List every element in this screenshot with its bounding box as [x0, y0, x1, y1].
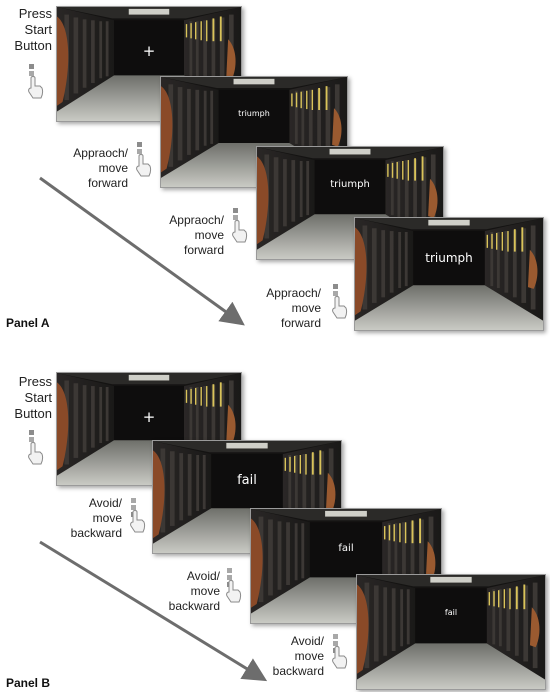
stimulus-word: fail	[338, 543, 354, 554]
action-line-2: move	[291, 301, 321, 315]
action-line-3: backward	[70, 526, 122, 540]
corridor-frame-word-b3: fail	[356, 574, 546, 690]
hand-press-icon	[26, 64, 44, 100]
action-line-2: move	[190, 584, 220, 598]
start-instruction-b: Press Start Button	[12, 374, 52, 422]
start-line-1: Press	[18, 374, 52, 389]
stimulus-word: fail	[237, 473, 257, 488]
action-instruction-b1: Avoid/ move backward	[62, 496, 122, 541]
start-line-2: Start	[24, 22, 52, 37]
action-line-1: Appraoch/	[169, 213, 224, 227]
action-instruction-b2: Avoid/ move backward	[160, 569, 220, 614]
action-line-1: Avoid/	[88, 496, 122, 510]
corridor-scene	[355, 218, 543, 330]
hand-press-down-icon	[224, 568, 242, 604]
panel-a-label: Panel A	[6, 316, 50, 330]
stimulus-word: fail	[444, 608, 458, 617]
hand-press-up-icon	[330, 284, 348, 320]
hand-press-up-icon	[230, 208, 248, 244]
start-line-3: Button	[14, 406, 52, 421]
action-line-1: Appraoch/	[73, 146, 128, 160]
corridor-frame-word-a3: triumph	[354, 217, 544, 331]
action-line-2: move	[98, 161, 128, 175]
fixation-cross: +	[142, 408, 156, 426]
corridor-scene	[357, 575, 545, 689]
panel-b-label: Panel B	[6, 676, 51, 690]
action-line-2: move	[92, 511, 122, 525]
action-instruction-a1: Appraoch/ move forward	[62, 146, 128, 191]
start-line-1: Press	[18, 6, 52, 21]
hand-press-up-icon	[134, 142, 152, 178]
hand-press-down-icon	[330, 634, 348, 670]
action-line-1: Appraoch/	[266, 286, 321, 300]
action-line-3: backward	[168, 599, 220, 613]
start-line-2: Start	[24, 390, 52, 405]
hand-press-down-icon	[128, 498, 146, 534]
action-line-1: Avoid/	[290, 634, 324, 648]
action-line-3: backward	[272, 664, 324, 678]
action-instruction-a2: Appraoch/ move forward	[158, 213, 224, 258]
hand-press-icon	[26, 430, 44, 466]
fixation-cross: +	[142, 42, 156, 60]
action-instruction-a3: Appraoch/ move forward	[255, 286, 321, 331]
action-line-2: move	[294, 649, 324, 663]
stimulus-word: triumph	[425, 251, 473, 265]
start-line-3: Button	[14, 38, 52, 53]
action-instruction-b3: Avoid/ move backward	[262, 634, 324, 679]
action-line-3: forward	[87, 176, 128, 190]
stimulus-word: triumph	[238, 109, 270, 118]
action-line-3: forward	[280, 316, 321, 330]
corridor-frame-word-a1: triumph	[160, 76, 348, 188]
stimulus-word: triumph	[330, 179, 370, 190]
action-line-1: Avoid/	[186, 569, 220, 583]
time-arrow-b	[39, 540, 268, 682]
start-instruction-a: Press Start Button	[12, 6, 52, 54]
action-line-3: forward	[183, 243, 224, 257]
action-line-2: move	[194, 228, 224, 242]
